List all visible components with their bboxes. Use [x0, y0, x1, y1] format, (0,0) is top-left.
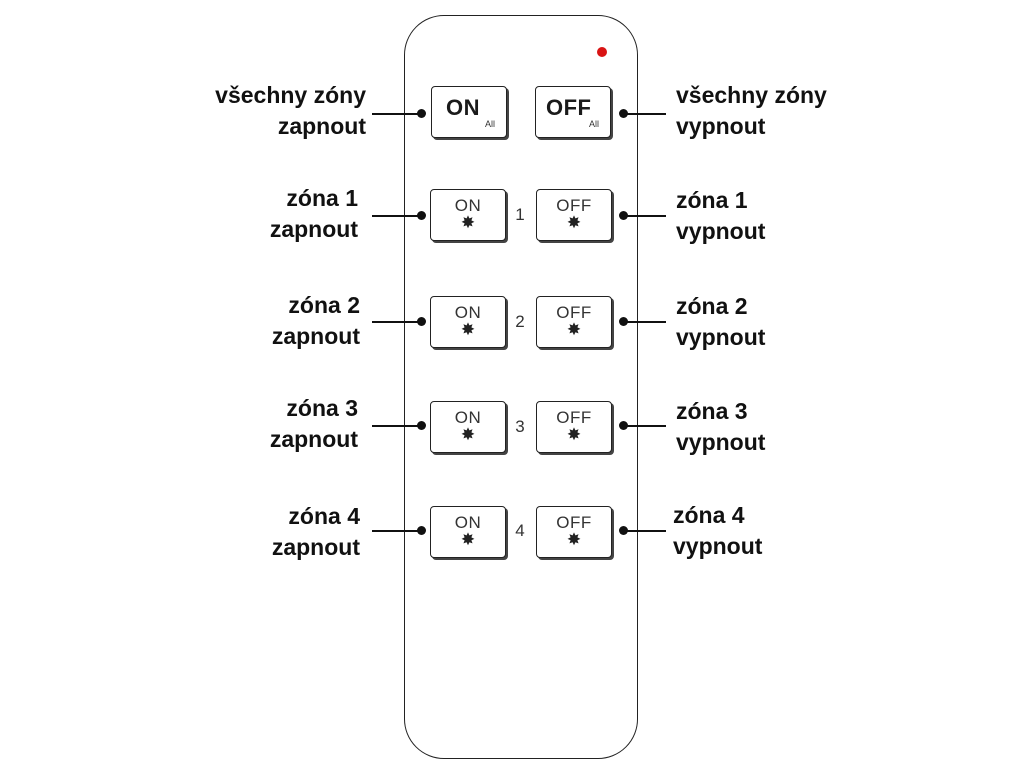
- zone-3-off-caption: zóna 3 vypnout: [676, 396, 765, 458]
- star-icon: ✸: [460, 213, 476, 232]
- zone-on-label: ON: [454, 196, 482, 215]
- zone-3-off-caption-line1: zóna 3: [676, 398, 748, 424]
- zone-4-on-caption-line2: zapnout: [271, 534, 360, 560]
- zone-4-on-caption: zóna 4 zapnout: [272, 501, 360, 563]
- zone-4-on-caption-line1: zóna 4: [288, 503, 360, 529]
- all-on-connector: [372, 113, 422, 115]
- all-zones-off-caption: všechny zóny vypnout: [676, 80, 827, 142]
- zone-off-label: OFF: [556, 196, 592, 215]
- all-off-sublabel: All: [588, 119, 599, 129]
- zone-2-on-connector: [372, 321, 422, 323]
- status-led: [597, 47, 607, 57]
- zone-3-off-button[interactable]: OFF ✸: [536, 401, 612, 453]
- all-on-caption-line2: zapnout: [277, 113, 366, 139]
- zone-number: 1: [515, 205, 525, 224]
- all-on-caption-line1: všechny zóny: [215, 82, 366, 108]
- star-icon: ✸: [460, 530, 476, 549]
- star-icon: ✸: [460, 425, 476, 444]
- zone-1-off-caption-line2: vypnout: [676, 218, 766, 244]
- zone-1-off-button[interactable]: OFF ✸: [536, 189, 612, 241]
- zone-on-label: ON: [454, 408, 482, 427]
- zone-3-on-button[interactable]: ON ✸: [430, 401, 506, 453]
- zone-4-on-connector: [372, 530, 422, 532]
- zone-2-off-button[interactable]: OFF ✸: [536, 296, 612, 348]
- zone-number: 2: [515, 312, 525, 331]
- zone-3-off-caption-line2: vypnout: [676, 429, 766, 455]
- zone-3-on-connector: [372, 425, 422, 427]
- all-on-connector-dot: [417, 109, 426, 118]
- zone-4-off-connector-dot: [619, 526, 628, 535]
- zone-4-on-connector-dot: [417, 526, 426, 535]
- zone-1-on-connector: [372, 215, 422, 217]
- all-on-label: ON: [446, 95, 480, 120]
- star-icon: ✸: [566, 213, 582, 232]
- star-icon: ✸: [566, 530, 582, 549]
- zone-on-label: ON: [454, 513, 482, 532]
- zone-off-label: OFF: [556, 303, 592, 322]
- zone-2-off-caption: zóna 2 vypnout: [676, 291, 765, 353]
- all-off-connector: [624, 113, 666, 115]
- zone-3-on-connector-dot: [417, 421, 426, 430]
- zone-4-off-caption-line1: zóna 4: [673, 502, 745, 528]
- zone-3-on-caption-line2: zapnout: [269, 426, 358, 452]
- zone-2-on-caption: zóna 2 zapnout: [272, 290, 360, 352]
- zone-number: 4: [515, 521, 525, 540]
- zone-2-on-connector-dot: [417, 317, 426, 326]
- all-off-connector-dot: [619, 109, 628, 118]
- zone-1-on-connector-dot: [417, 211, 426, 220]
- zone-1-off-caption: zóna 1 vypnout: [676, 185, 765, 247]
- all-zones-on-caption: všechny zóny zapnout: [215, 80, 366, 142]
- zone-3-off-connector: [624, 425, 666, 427]
- zone-1-on-caption-line1: zóna 1: [286, 185, 358, 211]
- zone-3-on-caption-line1: zóna 3: [286, 395, 358, 421]
- zone-2-off-caption-line2: vypnout: [676, 324, 766, 350]
- star-icon: ✸: [566, 320, 582, 339]
- zone-4-off-connector: [624, 530, 666, 532]
- all-off-caption-line1: všechny zóny: [676, 82, 827, 108]
- zone-1-off-caption-line1: zóna 1: [676, 187, 748, 213]
- zone-3-on-caption: zóna 3 zapnout: [270, 393, 358, 455]
- zone-2-on-caption-line1: zóna 2: [288, 292, 360, 318]
- zone-1-on-button[interactable]: ON ✸: [430, 189, 506, 241]
- zone-2-on-button[interactable]: ON ✸: [430, 296, 506, 348]
- all-off-label: OFF: [546, 95, 592, 120]
- zone-4-off-caption-line2: vypnout: [673, 533, 763, 559]
- remote-control-body: [404, 15, 638, 759]
- zone-2-on-caption-line2: zapnout: [271, 323, 360, 349]
- all-on-sublabel: All: [484, 119, 495, 129]
- zone-number: 3: [515, 417, 525, 436]
- all-off-caption-line2: vypnout: [676, 113, 766, 139]
- zone-on-label: ON: [454, 303, 482, 322]
- zone-1-on-caption-line2: zapnout: [269, 216, 358, 242]
- all-zones-off-button[interactable]: OFF All: [535, 86, 611, 138]
- zone-2-off-connector: [624, 321, 666, 323]
- star-icon: ✸: [460, 320, 476, 339]
- zone-off-label: OFF: [556, 408, 592, 427]
- zone-off-label: OFF: [556, 513, 592, 532]
- zone-2-off-caption-line1: zóna 2: [676, 293, 748, 319]
- zone-1-on-caption: zóna 1 zapnout: [270, 183, 358, 245]
- star-icon: ✸: [566, 425, 582, 444]
- zone-1-off-connector-dot: [619, 211, 628, 220]
- all-zones-on-button[interactable]: ON All: [431, 86, 507, 138]
- zone-2-off-connector-dot: [619, 317, 628, 326]
- zone-4-off-button[interactable]: OFF ✸: [536, 506, 612, 558]
- zone-4-on-button[interactable]: ON ✸: [430, 506, 506, 558]
- zone-3-off-connector-dot: [619, 421, 628, 430]
- zone-4-off-caption: zóna 4 vypnout: [673, 500, 762, 562]
- zone-1-off-connector: [624, 215, 666, 217]
